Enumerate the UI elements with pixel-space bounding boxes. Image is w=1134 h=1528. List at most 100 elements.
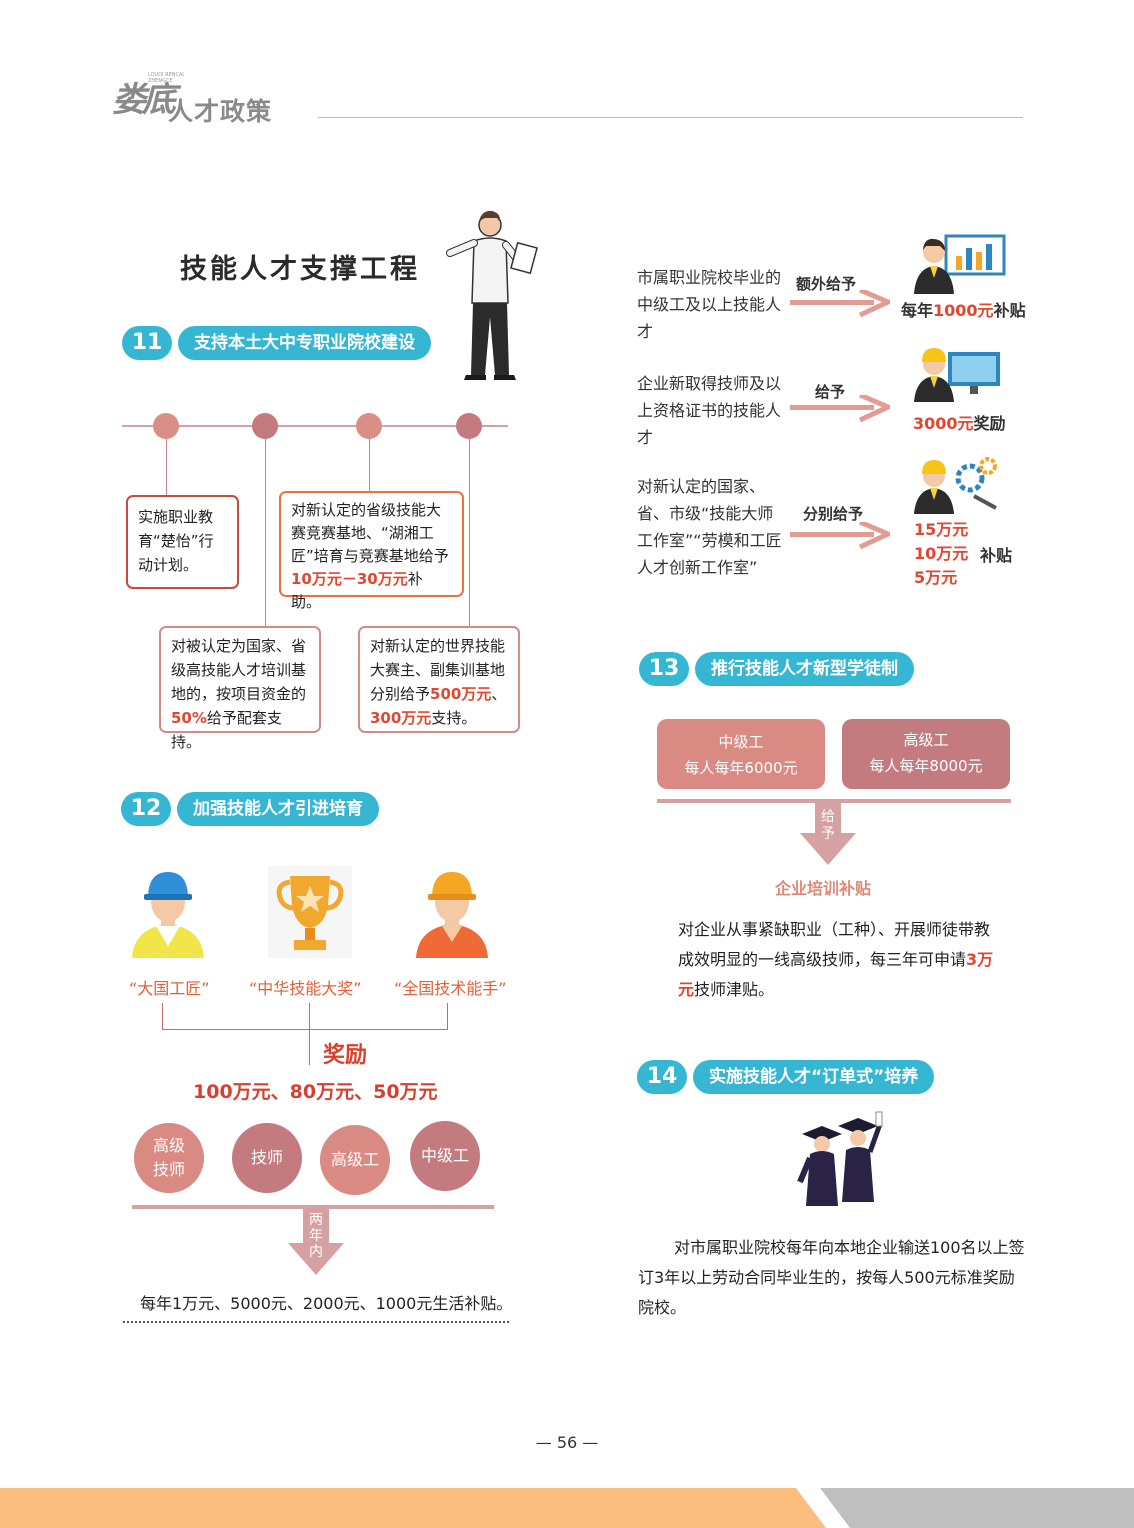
craftsman-worker-icon — [132, 872, 204, 958]
timeline-dot-4 — [456, 413, 482, 439]
sec13-paragraph: 对企业从事紧缺职业（工种）、开展师徒带教成效明显的一线高级技师，每三年可申请3万… — [678, 915, 998, 1005]
award-label-3: “全国技术能手” — [394, 979, 507, 998]
row3-text: 对新认定的国家、省、市级“技能大师工作室”“劳模和工匠人才创新工作室” — [637, 477, 782, 577]
policy-box-worldskills-tail: 支持。 — [431, 709, 477, 727]
row3-arrow-label: 分别给予 — [803, 505, 864, 523]
policy-box-provincial-tail: 补助。 — [291, 570, 423, 611]
row1-result-prefix: 每年 — [901, 301, 934, 320]
page-title: 技能人才支撑工程 — [180, 254, 420, 285]
page-number: — 56 — — [535, 1433, 599, 1452]
row3-amount-provincial: 10万元 — [914, 544, 969, 563]
engineer-gears-icon — [914, 457, 997, 514]
section-14-label: 实施技能人才“订单式”培养 — [693, 1060, 935, 1094]
sec13-paragraph-tail: 技师津贴。 — [694, 980, 775, 999]
senior-worker-title: 高级工 — [903, 731, 949, 749]
policy-box-national-percent: 50% — [171, 709, 207, 727]
senior-worker-card: 高级工 每人每年8000元 — [842, 719, 1010, 789]
footer-color-bar — [0, 1488, 1134, 1528]
levels-base-line — [132, 1205, 494, 1209]
dotted-underline — [123, 1321, 509, 1323]
row1-result-suffix: 补贴 — [993, 301, 1026, 320]
level-circle-senior-worker: 高级工 — [320, 1125, 390, 1195]
timeline-line — [122, 425, 508, 427]
header-logo-script: 娄底 — [112, 80, 176, 120]
policy-box-provincial-text: 对新认定的省级技能大赛竞赛基地、“湖湘工匠”培育与竞赛基地给予 — [291, 501, 449, 565]
policy-box-national-base: 对被认定为国家、省级高技能人才培训基地的，按项目资金的50%给予配套支持。 — [159, 626, 321, 751]
section-13-number: 13 — [639, 652, 689, 686]
bracket-middle — [309, 1003, 310, 1065]
row2-result: 3000元奖励 — [913, 410, 1006, 434]
intermediate-worker-amount: 每人每年6000元 — [684, 759, 798, 777]
policy-box-chuyi-text: 实施职业教育“楚怡”行动计划。 — [138, 508, 214, 574]
level-circle-senior-technician-label: 高级技师 — [152, 1136, 185, 1179]
row1-text: 市属职业院校毕业的中级工及以上技能人才 — [637, 268, 782, 341]
intermediate-worker-card: 中级工 每人每年6000元 — [657, 719, 825, 789]
row3-amount-city: 5万元 — [914, 568, 958, 587]
section-13-label: 推行技能人才新型学徒制 — [695, 652, 914, 686]
timeline-dot-3 — [356, 413, 382, 439]
level-circle-technician-label: 技师 — [250, 1148, 283, 1167]
sec13-arrow-text: 给予 — [821, 809, 835, 842]
section-11-label: 支持本土大中专职业院校建设 — [178, 326, 431, 360]
policy-box-worldskills-amount-2: 300万元 — [370, 709, 432, 727]
down-arrow-text: 两年内 — [309, 1212, 323, 1260]
level-circle-intermediate-worker: 中级工 — [410, 1121, 480, 1191]
level-circle-intermediate-worker-label: 中级工 — [420, 1146, 469, 1165]
sec13-base-line — [657, 799, 1011, 803]
policy-box-national-tail: 给予配套支持。 — [171, 709, 282, 751]
row2-arrow-label: 给予 — [815, 383, 846, 401]
connector-3 — [369, 439, 370, 492]
sec14-paragraph: 对市属职业院校每年向本地企业输送100名以上签订3年以上劳动合同毕业生的，按每人… — [638, 1238, 1025, 1317]
enterprise-training-subsidy: 企业培训补贴 — [775, 879, 872, 898]
bracket-right — [447, 1003, 448, 1030]
reward-label: 奖励 — [323, 1043, 368, 1068]
header-logo-small-text: LOUDI RENCAI ZHENGCE — [148, 72, 184, 84]
trophy-icon — [268, 866, 352, 958]
level-circle-technician: 技师 — [232, 1123, 302, 1193]
level-circle-senior-technician: 高级技师 — [134, 1123, 204, 1193]
policy-box-provincial-amount: 10万元－30万元 — [291, 570, 408, 588]
row2-result-amount: 3000元 — [913, 414, 974, 433]
worker-illustration — [446, 210, 538, 380]
header-section-title: 人才政策 — [168, 97, 273, 126]
row1-result-amount: 1000元 — [933, 301, 994, 320]
row2-result-suffix: 奖励 — [973, 414, 1006, 433]
award-label-2: “中华技能大奖” — [249, 979, 362, 998]
timeline-dot-1 — [153, 413, 179, 439]
row2-text: 企业新取得技师及以上资格证书的技能人才 — [637, 374, 782, 447]
sec13-paragraph-amount: 3万元 — [678, 950, 994, 999]
connector-4 — [469, 439, 470, 627]
row2-arrow-icon — [790, 395, 890, 423]
section-12-label: 加强技能人才引进培育 — [177, 792, 379, 826]
intermediate-worker-title: 中级工 — [718, 733, 764, 751]
row1-result: 每年1000元补贴 — [901, 297, 1026, 321]
sec13-down-arrow-icon — [800, 803, 856, 865]
skilled-worker-icon — [416, 872, 488, 958]
teacher-board-icon — [914, 234, 1006, 294]
section-12-number: 12 — [121, 792, 171, 826]
policy-box-worldskills-sep: 、 — [491, 685, 507, 703]
row3-result-amounts: 15万元 10万元 5万元 — [914, 518, 968, 590]
section-11-number: 11 — [122, 326, 172, 360]
connector-1 — [166, 439, 167, 496]
policy-box-provincial: 对新认定的省级技能大赛竞赛基地、“湖湘工匠”培育与竞赛基地给予 10万元－30万元… — [279, 491, 464, 611]
living-subsidy-text: 每年1万元、5000元、2000元、1000元生活补贴。 — [140, 1294, 513, 1313]
graduates-icon — [797, 1111, 883, 1206]
bracket-bar — [162, 1029, 448, 1030]
row1-arrow-label: 额外给予 — [796, 275, 857, 293]
award-label-1: “大国工匠” — [129, 979, 210, 998]
policy-box-worldskills: 对新认定的世界技能大赛主、副集训基地分别给予500万元、300万元支持。 — [358, 626, 520, 733]
row3-amount-national: 15万元 — [914, 520, 969, 539]
row1-arrow-icon — [790, 290, 890, 318]
senior-worker-amount: 每人每年8000元 — [869, 757, 983, 775]
connector-2 — [265, 439, 266, 627]
engineer-computer-icon — [914, 348, 1000, 402]
row3-result-suffix: 补贴 — [980, 546, 1013, 565]
header-divider — [318, 117, 1023, 118]
bracket-left — [162, 1003, 163, 1030]
down-arrow-icon — [288, 1209, 344, 1275]
sec13-paragraph-text: 对企业从事紧缺职业（工种）、开展师徒带教成效明显的一线高级技师，每三年可申请 — [678, 920, 991, 969]
timeline-dot-2 — [252, 413, 278, 439]
policy-box-chuyi: 实施职业教育“楚怡”行动计划。 — [126, 495, 239, 589]
reward-amounts: 100万元、80万元、50万元 — [193, 1081, 438, 1103]
